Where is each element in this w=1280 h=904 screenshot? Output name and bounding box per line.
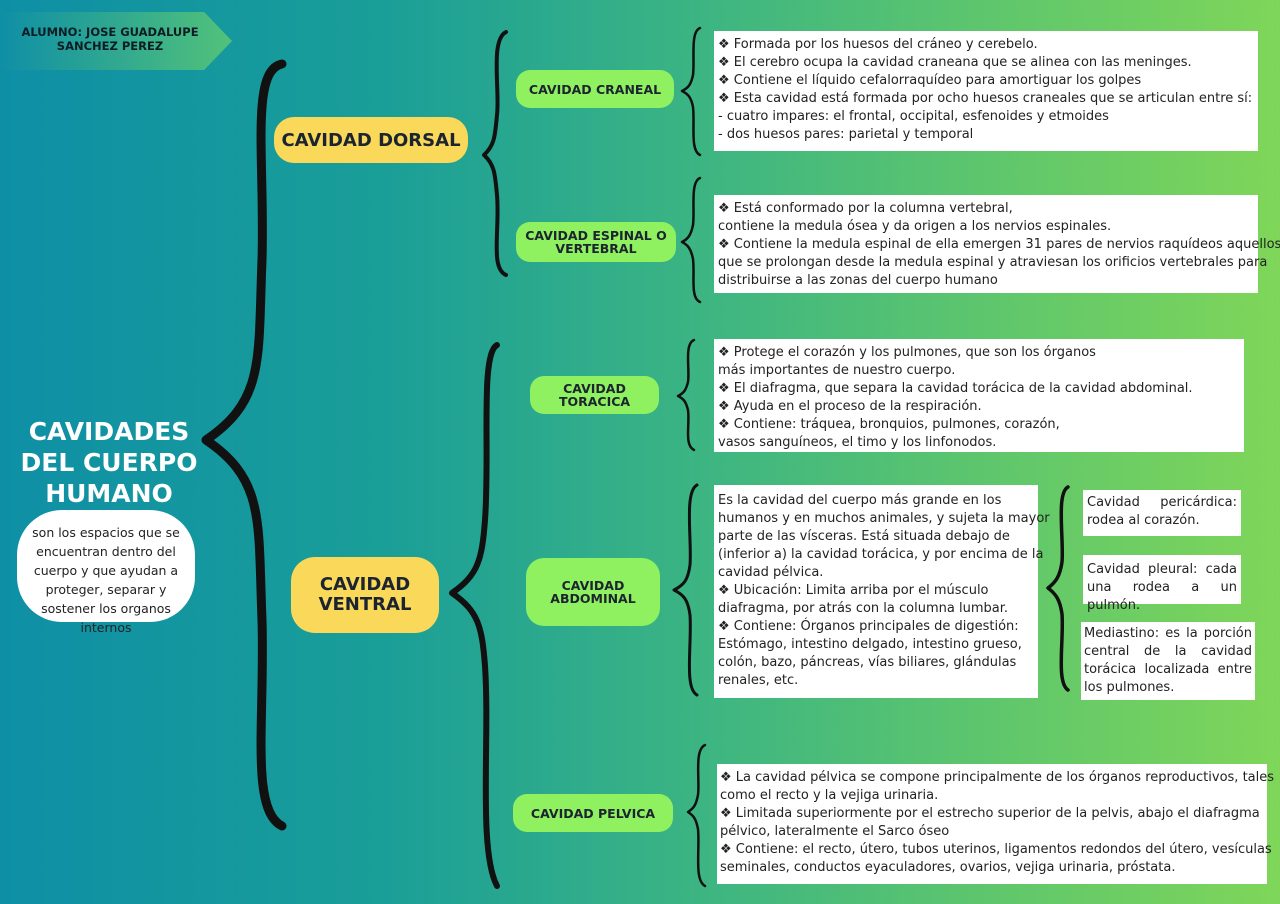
info-line: ❖ La cavidad pélvica se compone principa… (720, 770, 1275, 785)
student-tag (0, 12, 232, 70)
info-line: que se prolongan desde la medula espinal… (718, 255, 1268, 270)
info-line: colón, bazo, páncreas, vías biliares, gl… (718, 655, 1017, 670)
info-line: - cuatro impares: el frontal, occipital,… (718, 109, 1109, 124)
info-line: seminales, conductos eyaculadores, ovari… (720, 860, 1176, 875)
pleural-box: Cavidad pleural: cada una rodea a un pul… (1083, 555, 1241, 613)
info-line: parte de las vísceras. Está situada deba… (718, 529, 1010, 544)
mediastino-text: Mediastino: es la porción central de la … (1084, 626, 1252, 695)
pelvica-brace (686, 743, 707, 888)
info-line: ❖ El cerebro ocupa la cavidad craneana q… (718, 55, 1192, 70)
info-line: ❖ El diafragma, que separa la cavidad to… (718, 381, 1193, 396)
toracica-brace (676, 338, 696, 452)
cavidad-pelvica-label: CAVIDAD PELVICA (530, 805, 656, 821)
info-line: ❖ Ayuda en el proceso de la respiración. (718, 399, 982, 414)
info-line: vasos sanguíneos, el timo y los linfonod… (718, 435, 997, 450)
cavidad-dorsal-node: CAVIDAD DORSAL (274, 117, 468, 163)
espinal-info-box: ❖ Está conformado por la columna vertebr… (714, 195, 1280, 293)
info-line: humanos y en muchos animales, y sujeta l… (718, 511, 1050, 526)
info-line: ❖ Esta cavidad está formada por ocho hue… (718, 91, 1253, 106)
info-line: - dos huesos pares: parietal y temporal (718, 127, 974, 142)
info-line: ❖ Protege el corazón y los pulmones, que… (718, 345, 1096, 360)
info-line: renales, etc. (718, 673, 799, 688)
info-line: Es la cavidad del cuerpo más grande en l… (718, 493, 1002, 508)
info-line: cavidad pélvica. (718, 565, 824, 580)
cavidad-dorsal-label: CAVIDAD DORSAL (281, 129, 461, 151)
info-line: (inferior a) la cavidad torácica, y por … (718, 547, 1044, 562)
craneal-brace (680, 26, 702, 157)
cavidad-craneal-node: CAVIDAD CRANEAL (516, 70, 674, 108)
info-line: ❖ Ubicación: Limita arriba por el múscul… (718, 583, 989, 598)
cavidad-craneal-label: CAVIDAD CRANEAL (528, 81, 662, 97)
pelvica-info-box: ❖ La cavidad pélvica se compone principa… (717, 764, 1275, 884)
abdominal-brace (672, 483, 699, 697)
info-line: más importantes de nuestro cuerpo. (718, 363, 956, 378)
info-line: contiene la medula ósea y da origen a lo… (718, 219, 1112, 234)
info-line: ❖ Contiene: el recto, útero, tubos uteri… (720, 842, 1272, 857)
cavidad-abdominal-label: CAVIDAD ABDOMINAL (550, 578, 636, 606)
info-line: como el recto y la vejiga urinaria. (720, 788, 939, 803)
toracica-info-box: ❖ Protege el corazón y los pulmones, que… (714, 339, 1244, 452)
cavidad-ventral-node: CAVIDAD VENTRAL (291, 557, 439, 633)
info-line: ❖ Contiene el líquido cefalorraquídeo pa… (718, 73, 1142, 88)
espinal-brace (680, 176, 702, 304)
mediastino-box: Mediastino: es la porción central de la … (1081, 622, 1255, 700)
abdominal-sub-brace (1046, 485, 1070, 692)
info-line: pélvico, lateralmente el Sarco óseo (720, 824, 950, 839)
info-line: ❖ Contiene: tráquea, bronquios, pulmones… (718, 417, 1060, 432)
info-line: ❖ Formada por los huesos del cráneo y ce… (718, 37, 1038, 52)
info-line: ❖ Está conformado por la columna vertebr… (718, 201, 1013, 216)
info-line: ❖ Contiene la medula espinal de ella eme… (718, 237, 1280, 252)
student-name: ALUMNO: JOSE GUADALUPE SANCHEZ PEREZ (21, 25, 199, 53)
main-brace (201, 59, 287, 831)
main-title: CAVIDADES DEL CUERPO HUMANO (20, 417, 198, 508)
cavidad-espinal-label: CAVIDAD ESPINAL O VERTEBRAL (525, 228, 667, 256)
main-description: son los espacios que se encuentran dentr… (17, 510, 195, 635)
info-line: ❖ Limitada superiormente por el estrecho… (720, 806, 1260, 821)
pleural-text: Cavidad pleural: cada una rodea a un pul… (1087, 562, 1237, 613)
info-line: ❖ Contiene: Órganos principales de diges… (718, 619, 1019, 634)
craneal-info-box: ❖ Formada por los huesos del cráneo y ce… (714, 31, 1258, 151)
info-line: Estómago, intestino delgado, intestino g… (718, 637, 1022, 652)
ventral-brace (449, 342, 500, 889)
pericardica-box: Cavidad pericárdica: rodea al corazón. (1083, 490, 1241, 536)
cavidad-abdominal-node: CAVIDAD ABDOMINAL (526, 558, 660, 626)
cavidad-ventral-label: CAVIDAD VENTRAL (318, 574, 412, 615)
info-line: diafragma, por atrás con la columna lumb… (718, 601, 1008, 616)
cavidad-espinal-node: CAVIDAD ESPINAL O VERTEBRAL (516, 222, 676, 262)
cavidad-pelvica-node: CAVIDAD PELVICA (513, 794, 673, 832)
cavidad-toracica-label: CAVIDAD TORACICA (558, 381, 631, 409)
abdominal-info-box: Es la cavidad del cuerpo más grande en l… (714, 485, 1050, 698)
pericardica-text: Cavidad pericárdica: rodea al corazón. (1087, 495, 1237, 528)
info-line: distribuirse a las zonas del cuerpo huma… (718, 273, 998, 288)
dorsal-brace (482, 30, 508, 277)
cavidad-toracica-node: CAVIDAD TORACICA (530, 376, 659, 414)
